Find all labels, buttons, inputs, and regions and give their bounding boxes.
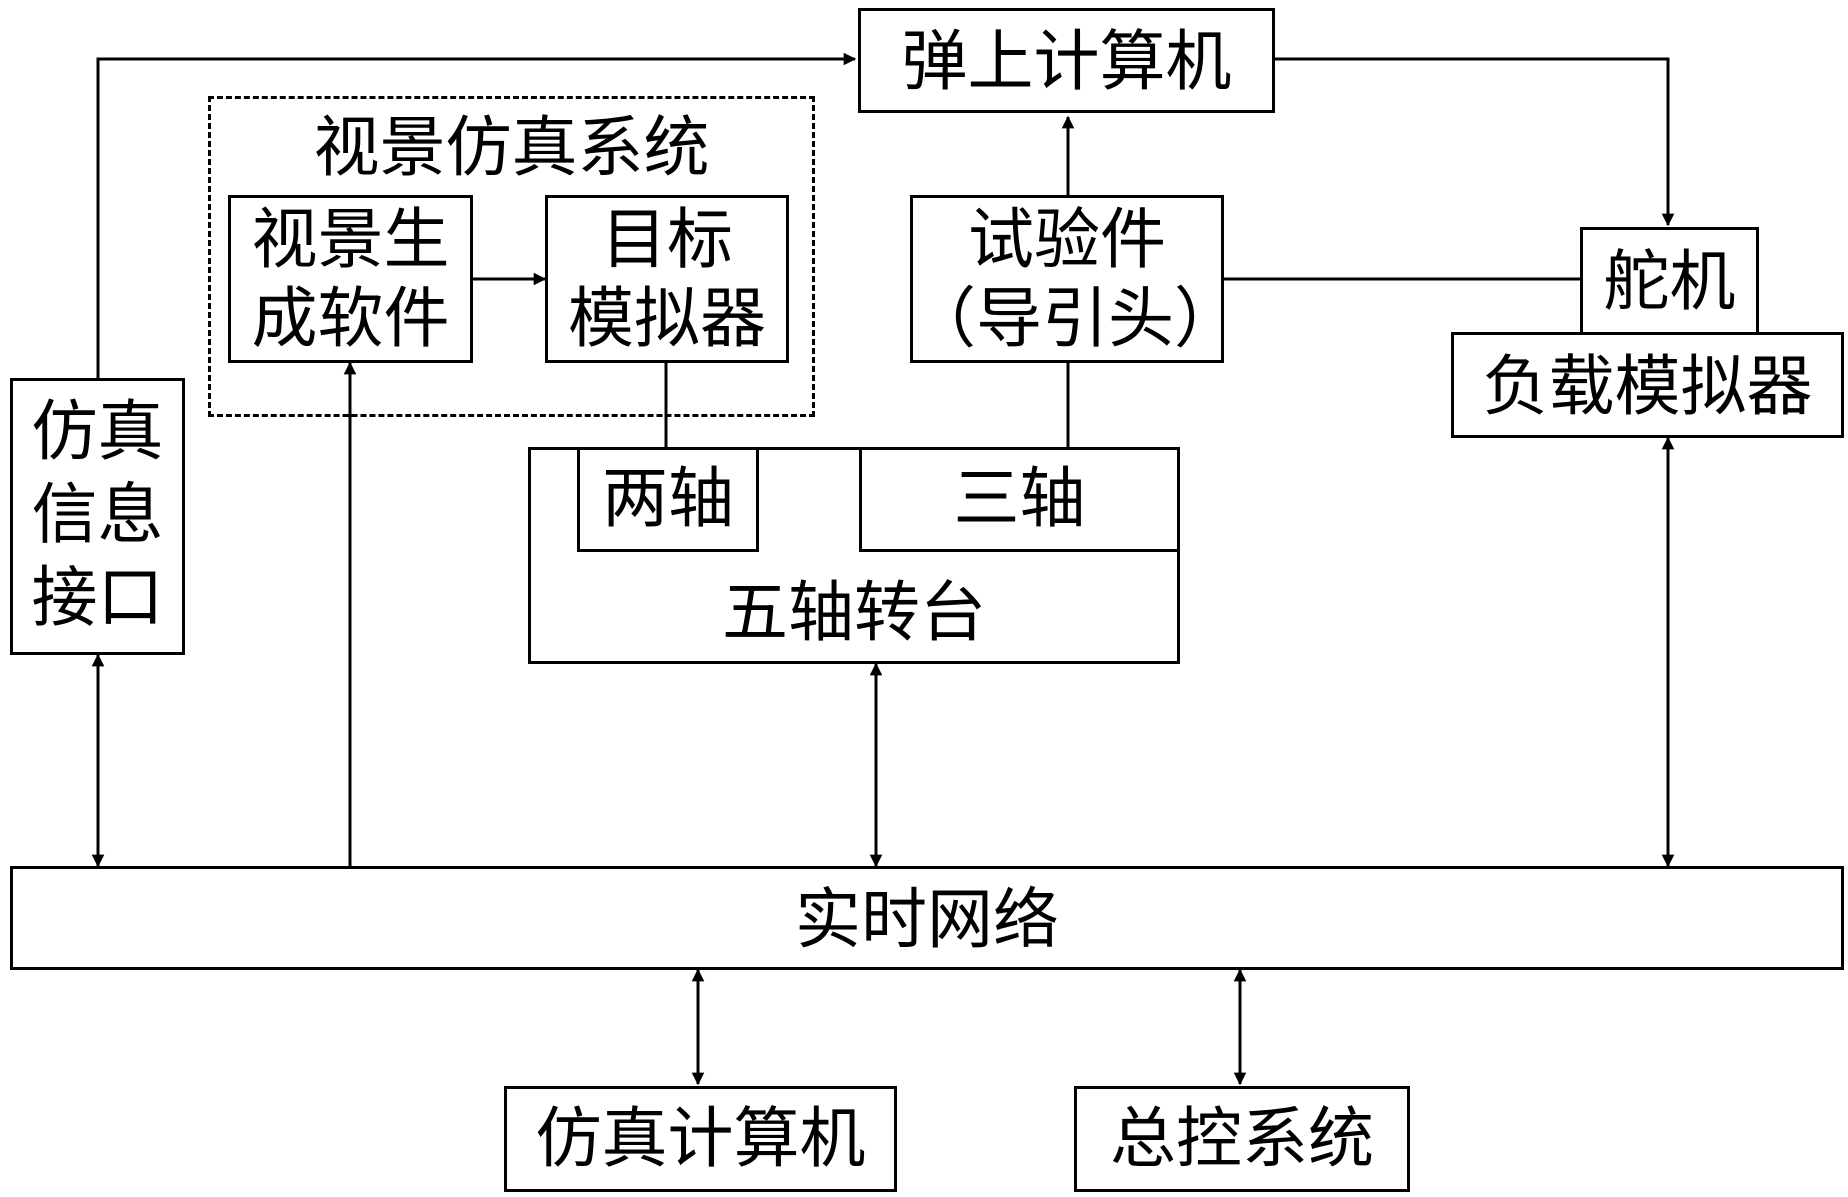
arrow-interface-to-onboard-computer — [96, 52, 857, 378]
three-axis-label: 三轴 — [953, 460, 1086, 537]
onboard-computer-box — [858, 8, 1275, 113]
visual-software-line1: 视景生 — [251, 201, 450, 278]
test-article-box — [910, 195, 1224, 363]
two-axis-label: 两轴 — [602, 460, 734, 537]
three-axis-box — [859, 447, 1180, 552]
five-axis-turntable-label: 五轴转台 — [722, 574, 986, 651]
arrow-onboard-computer-to-actuator — [1275, 57, 1675, 227]
visual-simulation-system-group — [208, 96, 815, 417]
sim-info-interface-box — [10, 378, 185, 655]
realtime-network-label: 实时网络 — [795, 881, 1059, 958]
simulation-computer-label: 仿真计算机 — [535, 1100, 866, 1177]
target-simulator-line1: 目标 — [601, 201, 733, 278]
sim-interface-line1: 仿真 — [31, 393, 164, 470]
visual-generation-software-box — [228, 195, 473, 363]
two-axis-box — [577, 447, 759, 552]
master-control-label: 总控系统 — [1110, 1100, 1374, 1177]
realtime-network-bus — [10, 866, 1844, 970]
load-simulator-box — [1451, 332, 1844, 438]
master-control-box — [1074, 1086, 1410, 1192]
visual-software-line2: 成软件 — [251, 280, 450, 357]
onboard-computer-label: 弹上计算机 — [901, 23, 1232, 100]
test-article-line2: （导引头） — [910, 280, 1240, 357]
target-simulator-box — [545, 195, 789, 363]
target-simulator-line2: 模拟器 — [568, 280, 766, 357]
actuator-box — [1580, 227, 1759, 335]
test-article-line1: 试验件 — [968, 201, 1166, 278]
load-simulator-label: 负载模拟器 — [1482, 348, 1813, 425]
sim-interface-line3: 接口 — [31, 559, 164, 636]
actuator-label: 舵机 — [1603, 243, 1736, 320]
visual-simulation-system-label: 视景仿真系统 — [313, 109, 710, 186]
simulation-computer-box — [504, 1086, 897, 1192]
sim-interface-line2: 信息 — [31, 476, 164, 553]
